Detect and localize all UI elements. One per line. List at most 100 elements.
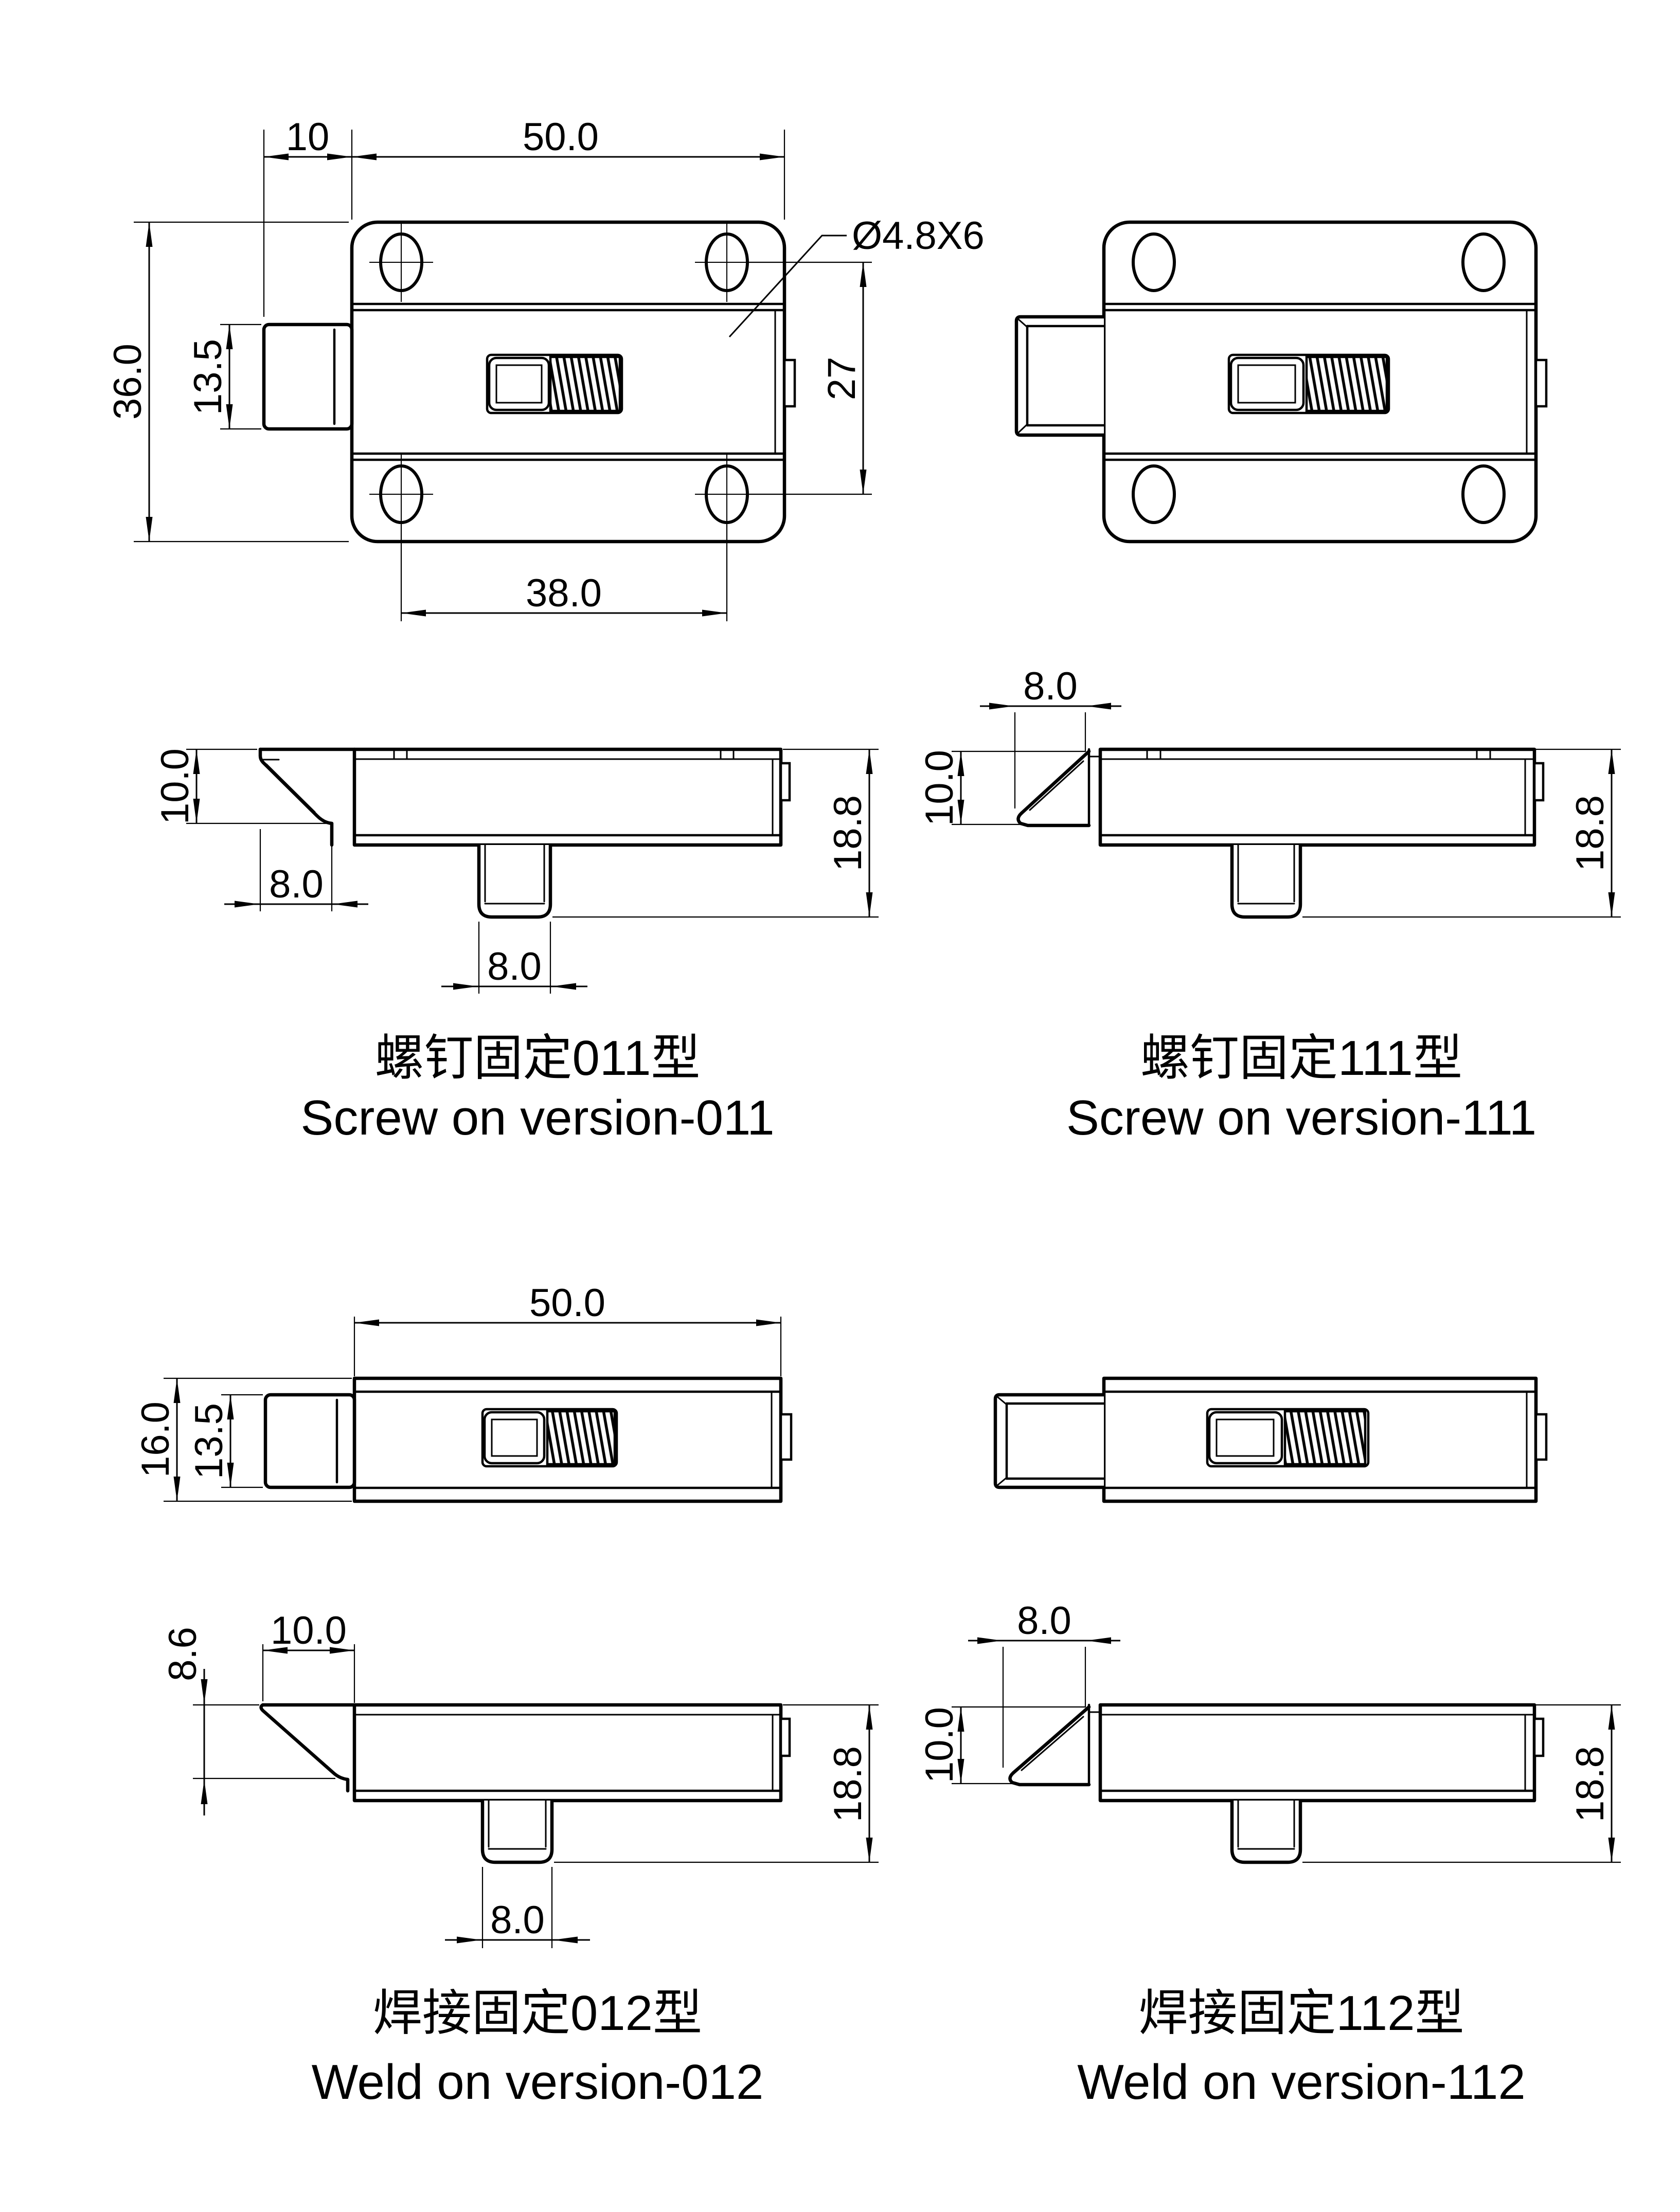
flange-separator-lines — [350, 302, 786, 461]
bolt-nose-wedge — [1008, 1703, 1101, 1787]
mounting-hole — [1461, 464, 1506, 524]
dimension-nose-height: 10.0 — [918, 750, 1085, 826]
dimension-36: 36.0 — [106, 221, 349, 543]
body-outline — [1102, 1376, 1538, 1503]
base-bar — [1098, 747, 1536, 847]
bar-detail-lines — [1099, 1714, 1536, 1792]
slider-thread-grip — [549, 355, 621, 412]
dimension-38: 38.0 — [400, 525, 728, 621]
dimension-16: 16.0 — [134, 1377, 352, 1502]
bolt-head-chamfered — [993, 1393, 1105, 1489]
dimension-knob-width: 8.0 — [445, 1867, 590, 1948]
hole-callout: Ø4.8X6 — [728, 214, 985, 338]
bolt-head-chamfered — [1014, 315, 1105, 437]
base-bar — [352, 747, 783, 847]
slider-knob-inner — [1216, 1418, 1275, 1457]
base-bar — [352, 1703, 783, 1803]
caption-en-112: Weld on version-112 — [1077, 2055, 1526, 2110]
dimension-50: 50.0 — [352, 115, 785, 220]
push-knob-stem — [1230, 1800, 1302, 1864]
catch-tab — [783, 358, 796, 408]
side-view-112: 8.0 10.0 18.8 — [918, 1599, 1621, 1864]
dimension-13-5: 13.5 — [187, 1394, 263, 1488]
caption-en-012: Weld on version-012 — [312, 2055, 764, 2110]
slider-knob-inner — [491, 1418, 538, 1457]
mounting-hole — [1461, 232, 1506, 292]
bolt-head — [263, 1393, 356, 1489]
dimension-13-5: 13.5 — [186, 323, 261, 430]
dimension-nose-height: 10.0 — [153, 748, 329, 824]
bar-detail-lines — [353, 748, 782, 837]
slider-slot — [486, 353, 623, 415]
dimension-total-height: 18.8 — [1302, 748, 1621, 918]
front-view-111 — [1014, 220, 1548, 544]
slider-knob — [488, 356, 550, 411]
dim-nose-height: 10.0 — [918, 750, 961, 826]
bar-detail-lines — [1099, 748, 1536, 837]
front-view-112 — [993, 1376, 1548, 1503]
dimension-nose-length: 10.0 — [262, 1609, 355, 1703]
hole-callout-label: Ø4.8X6 — [852, 214, 985, 258]
side-view-111: 8.0 10.0 18.8 — [918, 664, 1621, 919]
caption-zh-112: 焊接固定112型 — [1138, 1986, 1464, 2041]
dim-hole-spacing-vertical: 27 — [820, 357, 864, 401]
dimension-total-height: 18.8 — [1302, 1704, 1621, 1863]
front-view-012: 50.0 16.0 13.5 — [134, 1281, 793, 1503]
mounting-hole — [1132, 232, 1176, 292]
body-detail-lines — [1102, 1390, 1538, 1489]
mounting-hole — [1132, 464, 1176, 524]
dim-knob-width: 8.0 — [490, 1898, 545, 1942]
dim-knob-width: 8.0 — [487, 945, 542, 988]
dimension-total-height: 18.8 — [552, 748, 879, 918]
flange-separator-lines — [1102, 302, 1538, 461]
dim-nose-height: 10.0 — [918, 1707, 961, 1783]
caption-zh-011: 螺钉固定011型 — [374, 1031, 700, 1086]
mounting-holes — [369, 223, 759, 534]
bar-detail-lines — [353, 1714, 782, 1792]
catch-tab — [1534, 358, 1548, 408]
dimension-nose-length: 8.0 — [224, 829, 368, 911]
dimension-nose-height: 8.6 — [161, 1627, 335, 1815]
dimension-27: 27 — [748, 261, 872, 495]
slider-knob — [1208, 1411, 1283, 1465]
push-knob-stem — [477, 844, 552, 919]
base-bar — [1098, 1703, 1536, 1803]
bolt-nose-wedge — [258, 747, 356, 847]
caption-zh-012: 焊接固定012型 — [373, 1986, 702, 2041]
dim-bolt-width: 13.5 — [187, 1403, 231, 1479]
dim-total-height: 18.8 — [1568, 795, 1612, 871]
dim-nose-height: 10.0 — [153, 748, 197, 824]
push-knob-stem — [480, 1800, 554, 1864]
dim-nose-length: 10.0 — [271, 1609, 347, 1652]
slider-slot — [1227, 353, 1390, 415]
catch-tab — [1533, 1717, 1545, 1757]
push-knob-stem — [1230, 844, 1302, 919]
dim-total-height: 18.8 — [826, 1746, 870, 1822]
dim-nose-length: 8.0 — [1017, 1599, 1071, 1643]
dim-nose-length: 8.0 — [269, 862, 324, 906]
slider-thread-grip — [1305, 355, 1388, 412]
hole-centerlines — [369, 223, 759, 534]
dim-body-height: 36.0 — [106, 344, 150, 420]
catch-tab — [779, 1717, 791, 1757]
dim-bolt-width: 13.5 — [186, 339, 230, 415]
dim-total-height: 18.8 — [826, 795, 870, 871]
mounting-holes — [1132, 232, 1506, 524]
dimension-knob-width: 8.0 — [441, 922, 587, 994]
slider-knob — [483, 1411, 546, 1465]
caption-en-011: Screw on version-011 — [300, 1090, 774, 1145]
slider-slot — [1206, 1408, 1370, 1468]
side-view-012: 10.0 8.6 8.0 18.8 — [161, 1609, 879, 1948]
dim-total-height: 18.8 — [1568, 1746, 1612, 1822]
dim-bolt-protrusion: 10 — [286, 115, 330, 159]
dim-body-width: 50.0 — [529, 1281, 605, 1325]
slider-slot — [481, 1408, 618, 1468]
side-view-011: 10.0 8.0 8.0 18.8 — [153, 747, 879, 994]
dimension-total-height: 18.8 — [554, 1704, 879, 1863]
catch-tab — [779, 762, 791, 802]
dim-hole-spacing-horizontal: 38.0 — [526, 571, 602, 615]
dim-body-width: 50.0 — [523, 115, 599, 159]
caption-zh-111: 螺钉固定111型 — [1140, 1031, 1462, 1086]
slider-knob-inner — [1237, 364, 1296, 404]
